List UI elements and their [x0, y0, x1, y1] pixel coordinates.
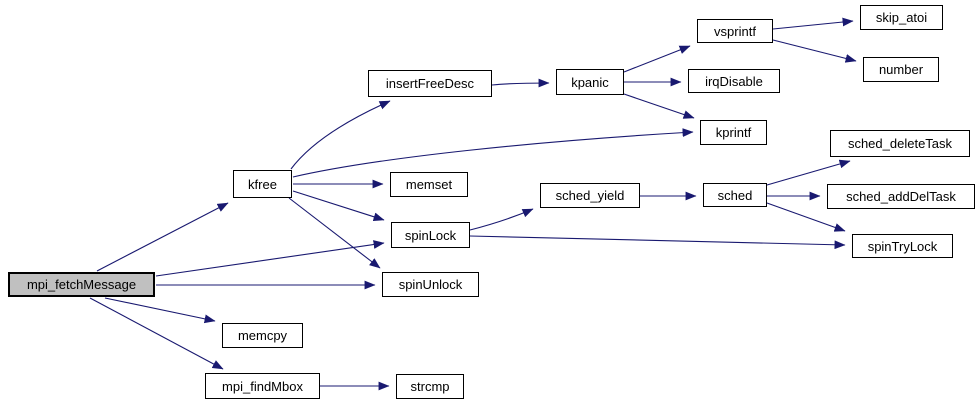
- node-kfree[interactable]: kfree: [233, 170, 292, 198]
- node-number[interactable]: number: [863, 57, 939, 82]
- edge-kpanic-to-vsprintf: [623, 45, 691, 73]
- node-sched_deleteTask[interactable]: sched_deleteTask: [830, 130, 970, 157]
- edge-mpi_fetchMessage-to-memcpy: [104, 297, 216, 324]
- node-sched[interactable]: sched: [703, 183, 767, 207]
- edge-mpi_fetchMessage-to-mpi_findMbox: [89, 297, 224, 370]
- edge-insertFreeDesc-to-kpanic: [491, 78, 550, 88]
- edge-kfree-to-spinLock: [292, 190, 385, 222]
- node-mpi_fetchMessage: mpi_fetchMessage: [8, 272, 155, 297]
- node-mpi_findMbox[interactable]: mpi_findMbox: [205, 373, 320, 399]
- edge-kfree-to-kprintf: [292, 128, 694, 178]
- node-spinUnlock[interactable]: spinUnlock: [382, 272, 479, 297]
- node-kprintf[interactable]: kprintf: [700, 120, 767, 145]
- edge-sched-to-spinTryLock: [766, 202, 846, 232]
- edge-vsprintf-to-skip_atoi: [772, 17, 854, 30]
- node-spinLock[interactable]: spinLock: [391, 222, 470, 248]
- edge-kfree-to-spinUnlock: [288, 197, 381, 269]
- edge-spinLock-to-spinTryLock: [469, 235, 846, 250]
- node-kpanic[interactable]: kpanic: [556, 69, 624, 95]
- edge-mpi_fetchMessage-to-spinLock: [155, 240, 385, 277]
- node-strcmp[interactable]: strcmp: [396, 374, 464, 399]
- edge-vsprintf-to-number: [772, 39, 857, 63]
- edge-kfree-to-insertFreeDesc: [290, 100, 391, 170]
- node-spinTryLock[interactable]: spinTryLock: [852, 234, 953, 258]
- node-memcpy[interactable]: memcpy: [222, 323, 303, 348]
- edge-mpi_fetchMessage-to-kfree: [96, 202, 229, 272]
- node-sched_addDelTask[interactable]: sched_addDelTask: [827, 184, 975, 209]
- node-memset[interactable]: memset: [390, 172, 468, 197]
- node-vsprintf[interactable]: vsprintf: [697, 19, 773, 43]
- node-irqDisable[interactable]: irqDisable: [688, 69, 780, 93]
- node-insertFreeDesc[interactable]: insertFreeDesc: [368, 70, 492, 97]
- edge-kpanic-to-kprintf: [623, 93, 695, 119]
- node-sched_yield[interactable]: sched_yield: [540, 183, 640, 208]
- node-skip_atoi[interactable]: skip_atoi: [860, 5, 943, 30]
- edge-spinLock-to-sched_yield: [469, 208, 534, 231]
- edge-sched-to-sched_deleteTask: [766, 159, 851, 186]
